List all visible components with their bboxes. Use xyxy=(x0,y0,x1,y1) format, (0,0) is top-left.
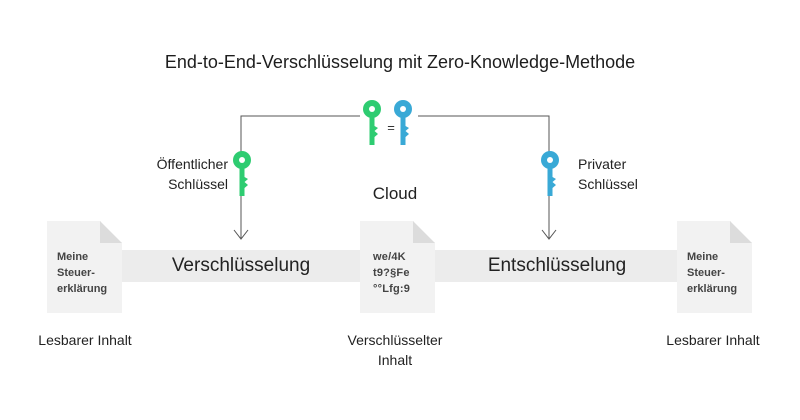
arrow-down-left xyxy=(233,229,249,240)
document-left: Meine Steuer- erklärung xyxy=(47,221,122,313)
diagram-title: End-to-End-Verschlüsselung mit Zero-Know… xyxy=(164,52,636,72)
private-key-icon xyxy=(541,151,559,196)
private-key-label: Privater Schlüssel xyxy=(578,156,638,192)
key-pair-group: = xyxy=(361,98,421,153)
arrow-down-right xyxy=(541,229,557,240)
document-middle: we/4K t9?§Fe °°Lfg:9 xyxy=(360,221,435,313)
private-key-connector xyxy=(418,115,550,238)
public-key-label: Öffentlicher Schlüssel xyxy=(156,156,228,192)
decryption-band xyxy=(432,250,682,282)
caption-right: Lesbarer Inhalt xyxy=(666,332,760,348)
green-key-icon xyxy=(363,100,381,145)
caption-middle: Verschlüsselter Inhalt xyxy=(347,332,443,368)
encryption-label: Verschlüsselung xyxy=(171,255,311,276)
document-right-text: Meine Steuer- erklärung xyxy=(687,251,738,295)
document-middle-text: we/4K t9?§Fe °°Lfg:9 xyxy=(373,251,411,295)
public-key-icon xyxy=(233,151,251,196)
document-left-text: Meine Steuer- erklärung xyxy=(57,251,108,295)
public-key-connector xyxy=(240,115,360,238)
document-right: Meine Steuer- erklärung xyxy=(677,221,752,313)
cloud-label: Cloud xyxy=(372,184,418,203)
key-pair-icon xyxy=(363,100,412,145)
caption-left: Lesbarer Inhalt xyxy=(38,332,132,348)
blue-key-icon xyxy=(394,100,412,145)
equals-symbol: = xyxy=(387,120,395,135)
encryption-band xyxy=(120,250,362,282)
decryption-label: Entschlüsselung xyxy=(487,255,627,276)
